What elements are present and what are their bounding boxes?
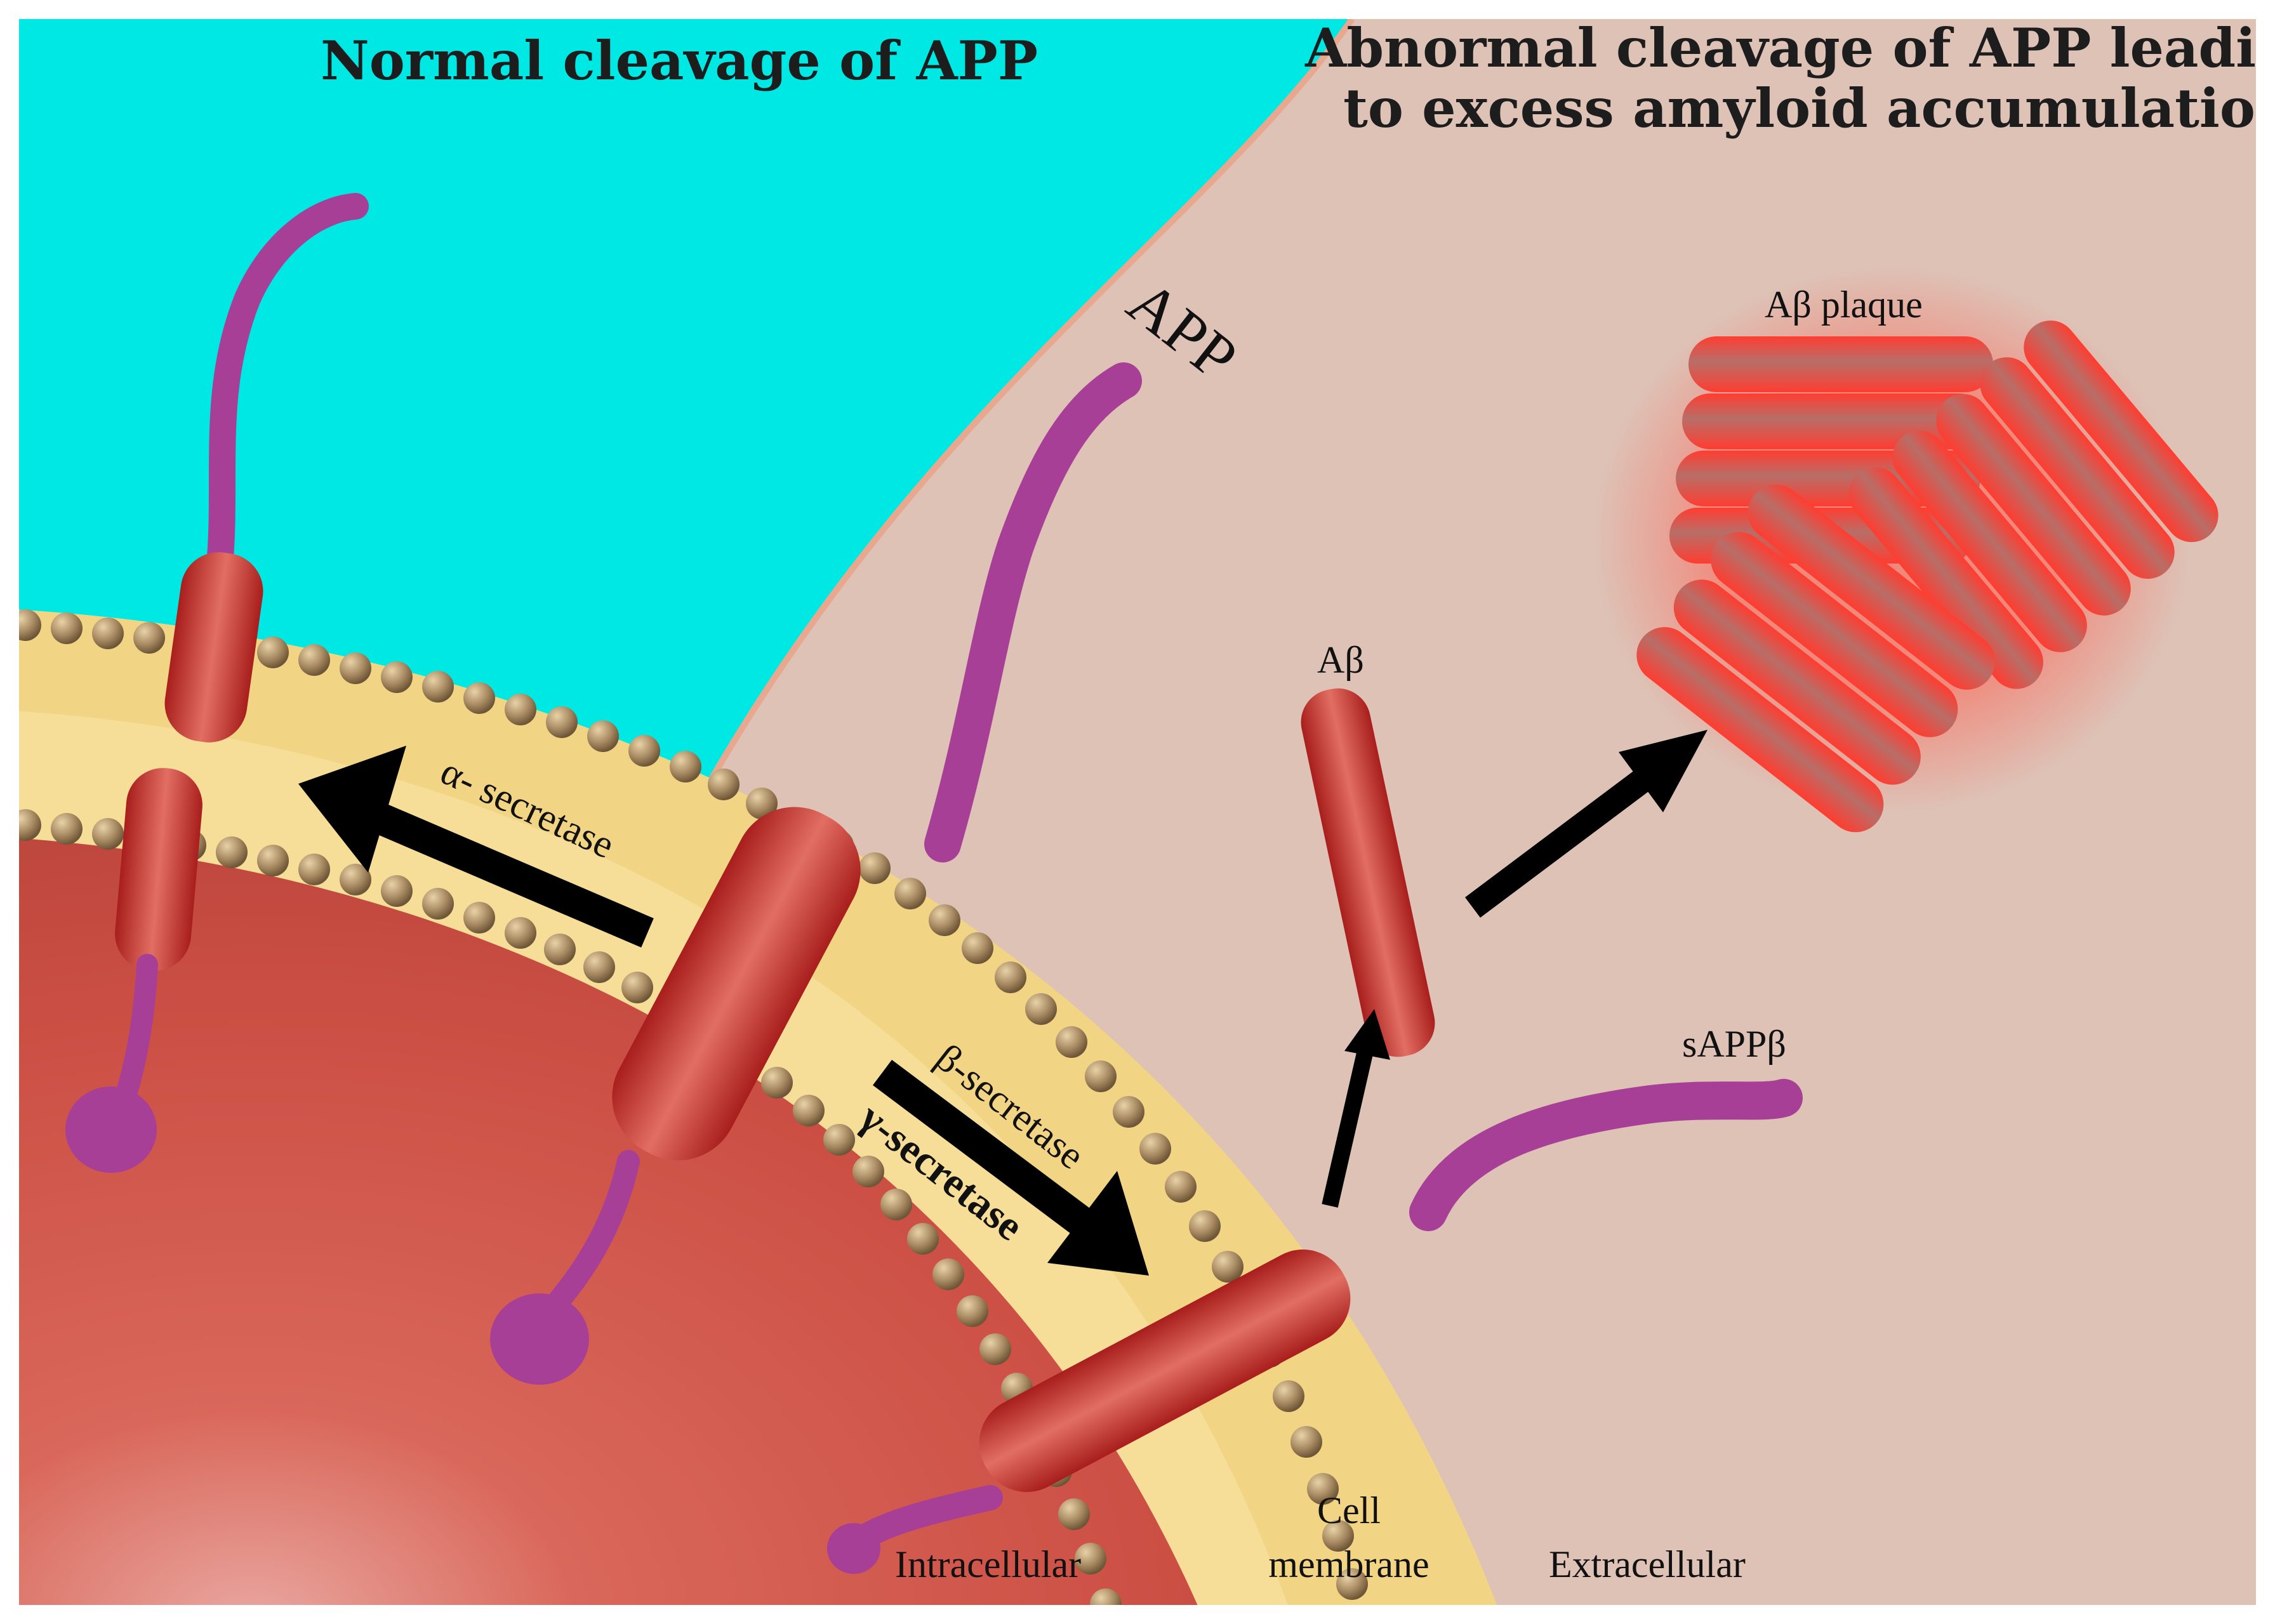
abeta-label: Aβ [1317,639,1364,681]
plaque-rod [1892,430,2087,652]
arrow-head [1619,730,1708,812]
arrow-shaft [873,1060,1095,1238]
arrow-shaft [375,804,654,947]
cell-membrane-label-line2: membrane [1268,1543,1429,1585]
app-ectodomain [924,362,1142,862]
normal-cleavage-title: Normal cleavage of APP [321,29,1038,92]
plaque-rod [1936,393,2131,616]
normal-app-fragments [65,193,369,1173]
alpha-secretase-arrow [298,746,654,947]
plaque-stack-right [1848,320,2219,689]
plaque-rod [2024,320,2219,543]
beta-gamma-secretase-arrow [873,1060,1149,1276]
sappalpha-fragment [206,193,369,584]
abnormal-cleavage-title-line2: to excess amyloid accumulation [1343,77,2275,140]
abeta-plaque [1593,267,2219,833]
plaque-rod [1673,579,1921,785]
abnormal-cleavage-title-line1: Abnormal cleavage of APP leading [1304,17,2275,79]
arrow-shaft [1322,1052,1373,1208]
plaque-rod [1748,484,1995,690]
intracellular-tail [116,954,158,1102]
arrow-shaft [1465,764,1658,918]
plaque-stack-front [1636,484,1995,833]
aicd-fragment [827,1523,880,1574]
beta-gamma-fragments [827,1079,1803,1574]
plaque-rod [1711,532,1958,737]
alpha-cleaved-ectodomain [164,552,263,743]
full-length-app [490,362,1142,1385]
abeta-monomer [1301,688,1435,1057]
app-intracellular-tail [547,1150,640,1312]
panel-divider [682,19,1355,827]
app-intracellular-domain [490,1293,589,1385]
app-transmembrane-domain [612,807,861,1161]
sappbeta-fragment [1409,1079,1803,1231]
arrow-head [1047,1171,1149,1276]
abeta-release-arrow [1322,1009,1390,1208]
arrow-head [298,746,406,873]
plaque-rod [1636,627,1884,833]
abeta-plaque-label: Aβ plaque [1765,284,1923,326]
cell-membrane-label-line1: Cell [1317,1489,1381,1531]
aggregation-arrow [1465,730,1708,918]
intracellular-domain [65,1086,157,1173]
sappbeta-label: sAPPβ [1682,1023,1786,1065]
normal-cleavage-background [19,19,1352,825]
figure-panel: Normal cleavage of APP Abnormal cleavage… [19,17,2275,1605]
arrow-head [1344,1009,1390,1060]
intracellular-label: Intracellular [895,1543,1081,1585]
c99-membrane-fragment [979,1249,1351,1493]
plaque-rod [1980,357,2175,579]
membrane-stub-fragment [115,768,202,971]
plaque-rod [1848,467,2043,689]
plaque-rod [1688,336,1993,392]
extracellular-label: Extracellular [1549,1543,1746,1585]
